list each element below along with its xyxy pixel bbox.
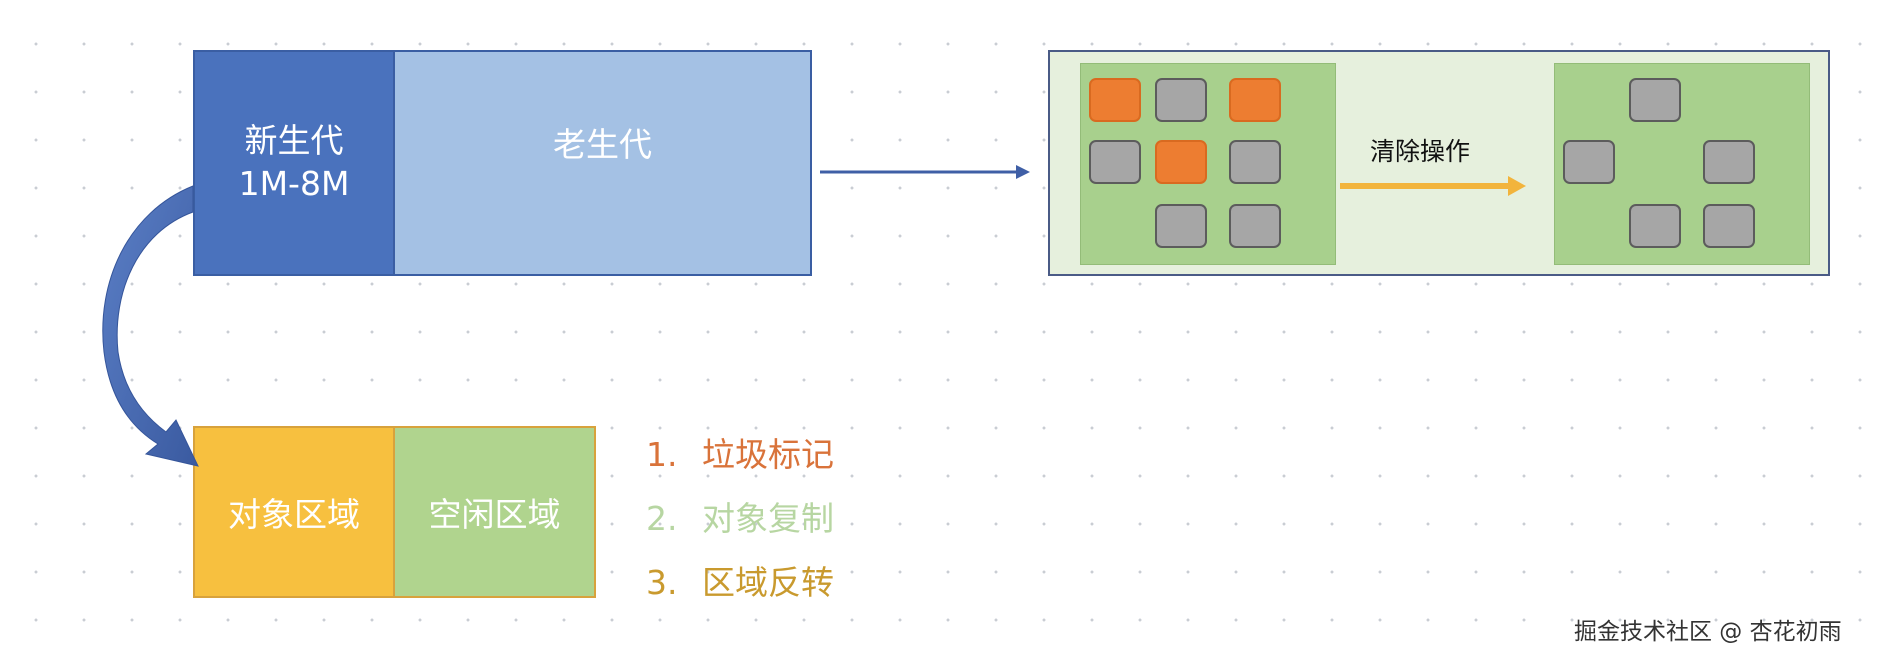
gc-clear-panel: 清除操作 xyxy=(1048,50,1830,276)
object-area-block: 对象区域 xyxy=(193,426,395,598)
heap-object xyxy=(1155,78,1207,122)
step-label-1: 垃圾标记 xyxy=(702,435,834,474)
heap-object xyxy=(1229,78,1281,122)
old-generation-label: 老生代 xyxy=(553,125,652,164)
heap-object xyxy=(1563,140,1615,184)
heap-object xyxy=(1229,204,1281,248)
object-area-label: 对象区域 xyxy=(228,495,360,534)
heap-object xyxy=(1155,204,1207,248)
clear-arrowhead xyxy=(1508,176,1526,196)
heap-object xyxy=(1229,140,1281,184)
step-item-1: 1. 垃圾标记 xyxy=(646,428,834,476)
step-label-3: 区域反转 xyxy=(702,563,834,602)
heap-object xyxy=(1629,78,1681,122)
step-item-2: 2. 对象复制 xyxy=(646,492,834,540)
young-generation-label: 新生代 xyxy=(244,121,344,161)
young-to-split-arrow xyxy=(102,185,199,467)
free-area-label: 空闲区域 xyxy=(428,495,561,534)
to-gc-panel-arrowhead xyxy=(1016,165,1030,179)
heap-object xyxy=(1703,204,1755,248)
heap-object xyxy=(1089,78,1141,122)
step-label-2: 对象复制 xyxy=(702,499,834,538)
old-generation-block: 老生代 xyxy=(395,50,812,276)
young-generation-size: 1M-8M xyxy=(238,164,350,203)
step-number-3: 3. xyxy=(646,563,678,602)
step-item-3: 3. 区域反转 xyxy=(646,556,834,604)
step-number-1: 1. xyxy=(646,435,678,474)
clear-operation-label: 清除操作 xyxy=(1370,137,1471,166)
heap-object xyxy=(1629,204,1681,248)
heap-after-pane xyxy=(1554,63,1810,265)
young-generation-block: 新生代 1M-8M xyxy=(193,50,395,276)
free-area-block: 空闲区域 xyxy=(395,426,596,598)
heap-object xyxy=(1155,140,1207,184)
watermark: 掘金技术社区 @ 杏花初雨 xyxy=(1574,619,1842,645)
step-number-2: 2. xyxy=(646,499,678,538)
heap-before-pane xyxy=(1080,63,1336,265)
heap-object xyxy=(1703,140,1755,184)
heap-object xyxy=(1089,140,1141,184)
